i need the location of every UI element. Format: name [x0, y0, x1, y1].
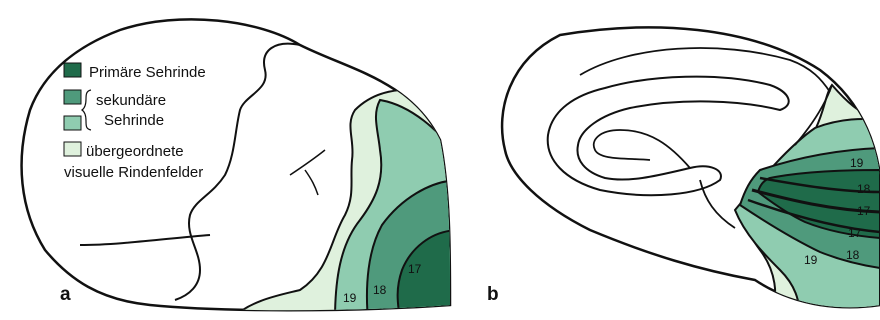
area-19-top-label-b: 19 — [850, 156, 864, 170]
area-17-top-label-b: 17 — [857, 204, 871, 218]
area-17-bottom-label-b: 17 — [848, 226, 862, 240]
legend-swatch-secondary-light — [64, 116, 81, 130]
legend-label-higher-1: übergeordnete — [86, 143, 184, 160]
legend-label-primary: Primäre Sehrinde — [89, 64, 206, 81]
legend-swatch-higher — [64, 142, 81, 156]
area-18-label-a: 18 — [373, 283, 387, 297]
area-18-top-label-b: 18 — [857, 182, 871, 196]
legend-swatch-primary — [64, 63, 81, 77]
area-19-label-a: 19 — [343, 291, 357, 305]
panel-b-label: b — [487, 284, 499, 305]
panel-a: Primäre Sehrinde sekundäre Sehrinde über… — [22, 19, 460, 320]
area-18-bottom-label-b: 18 — [846, 248, 860, 262]
legend-label-secondary-2: Sehrinde — [104, 112, 164, 129]
panel-a-label: a — [60, 284, 71, 305]
panel-b: 19 18 17 17 18 19 b — [487, 27, 880, 320]
area-19-bottom-label-b: 19 — [804, 253, 818, 267]
legend-swatch-secondary-dark — [64, 90, 81, 104]
area-17-label-a: 17 — [408, 262, 422, 276]
legend-label-secondary-1: sekundäre — [96, 92, 166, 109]
legend-label-higher-2: visuelle Rindenfelder — [64, 164, 203, 181]
